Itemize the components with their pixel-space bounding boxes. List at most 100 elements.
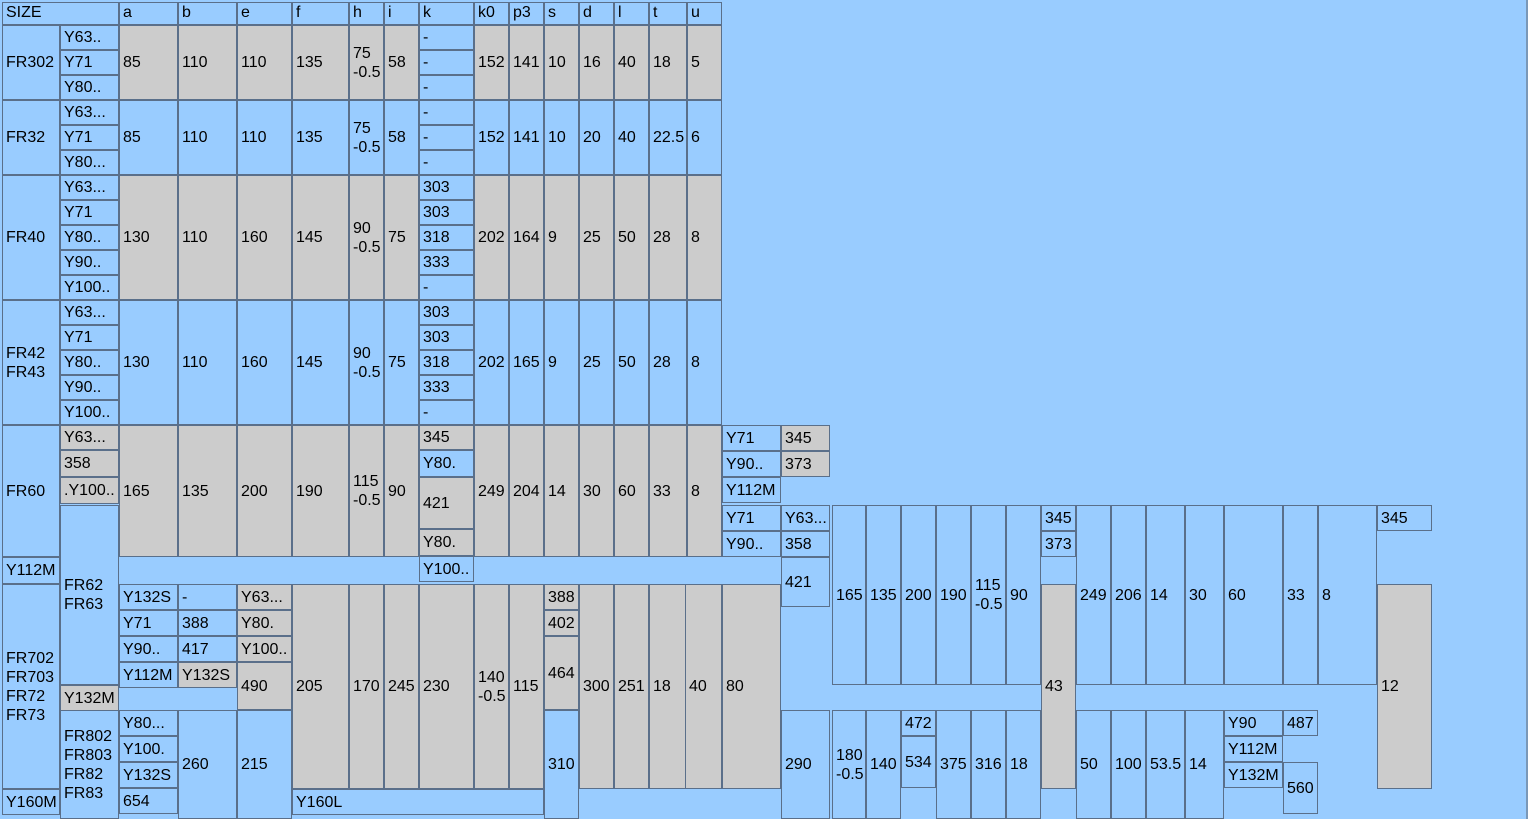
b-cell: 110 xyxy=(178,25,237,100)
size-cell: FR60 xyxy=(2,425,60,557)
k-cell: - xyxy=(419,75,474,100)
a-cell: 85 xyxy=(119,100,178,175)
header-cell-t: t xyxy=(649,2,687,25)
p3-cell: 164 xyxy=(509,175,544,300)
i-cell: 90 xyxy=(1006,505,1041,685)
header-cell-k0: k0 xyxy=(474,2,509,25)
u-cell: 8 xyxy=(687,425,722,557)
k0-cell: 249 xyxy=(474,425,509,557)
e-cell: 110 xyxy=(237,25,292,100)
motor-cell: Y90.. xyxy=(722,531,781,557)
t-cell: 28 xyxy=(649,175,687,300)
motor-cell: Y71 xyxy=(722,505,781,531)
b-cell: 417 xyxy=(178,636,237,662)
motor-cell: Y71 xyxy=(722,425,781,451)
header-cell-p3: p3 xyxy=(509,2,544,25)
motor-cell: Y112M xyxy=(722,477,781,503)
m-cell: 43 xyxy=(1041,584,1076,789)
u-cell: 6 xyxy=(687,100,722,175)
k-cell: - xyxy=(419,400,474,425)
motor-cell: Y63... xyxy=(60,175,119,200)
l-cell: 251 xyxy=(614,584,649,789)
k0-cell: 140 -0.5 xyxy=(474,584,509,789)
s-cell: 310 xyxy=(544,710,579,819)
p3-cell: 141 xyxy=(509,25,544,100)
x-cell: 50 xyxy=(1076,710,1111,819)
k-cell: 560 xyxy=(1283,762,1318,814)
motor-cell: Y160L xyxy=(292,789,544,815)
e-cell: Y80. xyxy=(237,610,292,636)
k-cell: - xyxy=(419,275,474,300)
motor-cell: Y71 xyxy=(60,325,119,350)
d-cell: 25 xyxy=(579,300,614,425)
i-cell: 245 xyxy=(384,584,419,789)
a-cell: 165 xyxy=(832,505,866,685)
d-cell: 30 xyxy=(1185,505,1224,685)
motor-cell: Y80.. xyxy=(60,75,119,100)
k0-cell: 202 xyxy=(474,175,509,300)
i-cell: 90 xyxy=(384,425,419,557)
t-cell: 18 xyxy=(649,25,687,100)
motor-cell: Y71 xyxy=(60,50,119,75)
motor-cell: Y80.. xyxy=(60,225,119,250)
motor-cell: Y132M xyxy=(60,685,119,711)
motor-cell: .Y100.. xyxy=(60,477,119,504)
d-cell: 25 xyxy=(579,175,614,300)
f-cell: 135 xyxy=(292,25,349,100)
b-cell: 388 xyxy=(178,610,237,636)
s-cell: 9 xyxy=(544,300,579,425)
b-cell: - xyxy=(178,584,237,610)
k-cell: 345 xyxy=(419,425,474,450)
l-cell: 50 xyxy=(614,175,649,300)
motor-cell: Y80... xyxy=(60,150,119,175)
e-cell: 200 xyxy=(901,505,936,685)
a-cell: Y132S xyxy=(119,762,178,788)
motor-cell: Y80.. xyxy=(60,350,119,375)
k-cell: 373 xyxy=(1041,531,1076,557)
f-cell: 145 xyxy=(292,300,349,425)
b-cell: 260 xyxy=(178,710,237,819)
motor-cell: Y160M xyxy=(2,789,60,815)
a-cell: 654 xyxy=(119,788,178,814)
f-cell: 145 xyxy=(292,175,349,300)
s-cell: 10 xyxy=(544,25,579,100)
header-cell-size: SIZE xyxy=(2,2,119,25)
u-cell: 8 xyxy=(687,175,722,300)
s-cell: 14 xyxy=(544,425,579,557)
p3-cell: 204 xyxy=(509,425,544,557)
k-cell: - xyxy=(419,100,474,125)
k-cell: Y80. xyxy=(419,529,474,556)
l-cell: 50 xyxy=(614,300,649,425)
a-cell: Y132S xyxy=(119,584,178,610)
f-cell: 135 xyxy=(292,100,349,175)
u-cell: 8 xyxy=(687,300,722,425)
w-cell: 375 xyxy=(936,710,971,819)
header-cell-h: h xyxy=(349,2,384,25)
k-cell: 487 xyxy=(1283,710,1318,736)
l-cell: 40 xyxy=(614,100,649,175)
header-cell-l: l xyxy=(614,2,649,25)
k-cell: Y100.. xyxy=(419,556,474,582)
k-cell: 303 xyxy=(419,175,474,200)
f-cell: 205 xyxy=(292,584,349,789)
b-cell: 135 xyxy=(178,425,237,557)
s-cell: 9 xyxy=(544,175,579,300)
x-cell: 100 xyxy=(1111,710,1146,819)
i-cell: 58 xyxy=(384,25,419,100)
h-cell: 115 -0.5 xyxy=(971,505,1006,685)
k-cell: 345 xyxy=(1041,505,1076,531)
k-cell: 303 xyxy=(419,325,474,350)
size-cell: FR40 xyxy=(2,175,60,300)
motor-cell: Y63... xyxy=(60,425,119,450)
e-cell: Y63... xyxy=(237,584,292,610)
b-cell: Y132S xyxy=(178,662,237,688)
i-cell: 75 xyxy=(384,175,419,300)
t-cell: 18 xyxy=(649,584,687,789)
a-cell: Y90.. xyxy=(119,636,178,662)
e-cell: 215 xyxy=(237,710,292,819)
k-cell: 303 xyxy=(419,300,474,325)
q-cell: 180 -0.5 xyxy=(832,710,866,819)
size-cell: FR302 xyxy=(2,25,60,100)
i-cell: 75 xyxy=(384,300,419,425)
motor-cell: Y63... xyxy=(60,300,119,325)
